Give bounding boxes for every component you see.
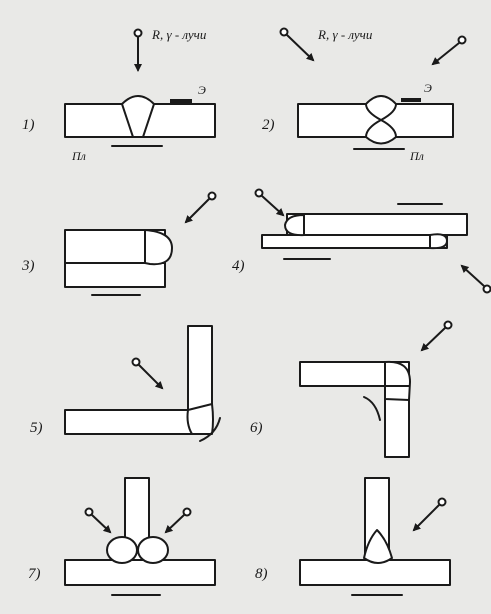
panel-2-electrode-label: Э [424, 81, 432, 95]
panel-4-plate-top [286, 213, 468, 236]
panel-6-horizontal-plate [299, 361, 386, 387]
panel-5-film [199, 417, 221, 442]
panel-2-label: 2) [262, 117, 275, 133]
panel-1-weld [121, 95, 155, 138]
panel-4-ray-source-left [254, 188, 285, 217]
panel-5-weld [186, 403, 214, 435]
panel-1-electrode [170, 99, 192, 103]
panel-2-electrode [401, 98, 421, 102]
panel-7: 7) [28, 477, 216, 596]
panel-2-ray-source-right [431, 35, 467, 66]
panel-2-film-label: Пл [409, 149, 424, 163]
panel-7-label: 7) [28, 566, 41, 582]
panel-8: 8) [255, 477, 451, 596]
panel-4-label: 4) [232, 258, 245, 274]
panel-1-electrode-label: Э [198, 83, 206, 97]
panel-1: 1) R, γ - лучи Э Пл [22, 27, 216, 163]
panel-8-ray-source [412, 497, 447, 532]
panel-1-ray-label: R, γ - лучи [151, 27, 207, 42]
panel-4-weld-right [429, 233, 448, 250]
panel-7-ray-source-left [84, 507, 112, 534]
panel-8-weld [363, 529, 393, 564]
panel-7-ray-source-right [164, 507, 192, 534]
panel-6-ray-source [420, 320, 453, 352]
panel-5: 5) [30, 325, 221, 442]
panel-4-plate-bottom [261, 234, 448, 249]
panel-2-weld-top [365, 95, 397, 121]
panel-3-ray-source [184, 191, 217, 224]
panel-5-ray-source [131, 357, 164, 390]
panel-8-base-plate [299, 559, 451, 586]
panel-1-film-label: Пл [71, 149, 86, 163]
panel-6: 6) [250, 320, 453, 458]
panel-4-weld-left [284, 214, 305, 237]
panel-2: 2) R, γ - лучи Э Пл [262, 27, 467, 163]
panel-5-label: 5) [30, 420, 43, 436]
panel-6-film [363, 396, 381, 421]
panel-6-label: 6) [250, 420, 263, 436]
panel-3-plate-bottom [64, 262, 166, 288]
panel-7-weld-right [137, 536, 169, 564]
panel-1-ray-source [133, 28, 143, 72]
panel-3-weld [144, 229, 173, 266]
panel-2-ray-label: R, γ - лучи [317, 27, 373, 42]
panel-4-ray-source-right [460, 264, 491, 294]
panel-3-label: 3) [21, 258, 35, 274]
panel-6-weld [384, 360, 411, 401]
panel-1-label: 1) [22, 117, 35, 133]
panel-8-label: 8) [255, 566, 268, 582]
panel-7-weld-left [106, 536, 138, 564]
panel-2-ray-source-left [279, 27, 315, 62]
panel-7-base-plate [64, 559, 216, 586]
panel-2-weld-bottom [365, 119, 397, 145]
panel-3: 3) [21, 191, 217, 296]
panel-4: 4) [232, 188, 491, 294]
panel-5-horizontal-plate [64, 409, 196, 435]
